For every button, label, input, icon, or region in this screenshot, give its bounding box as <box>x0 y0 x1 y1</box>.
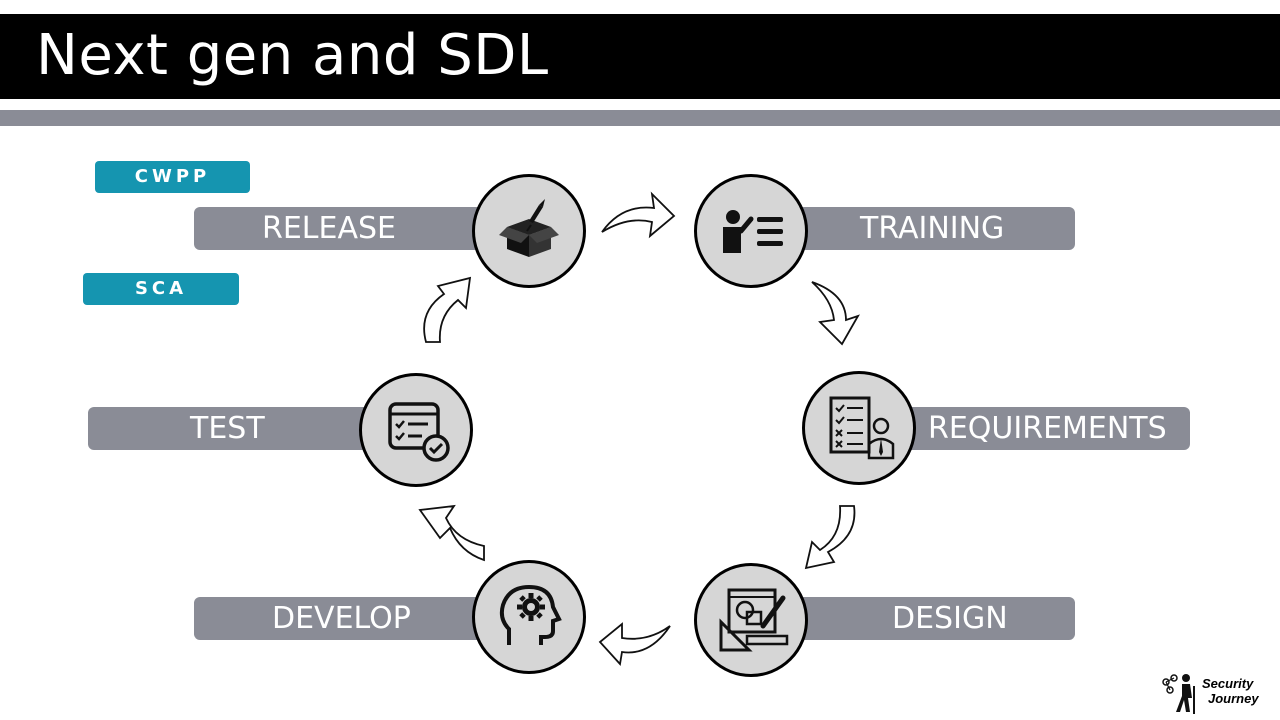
design-tools-icon <box>719 588 789 652</box>
design-bar: DESIGN <box>760 597 1075 640</box>
title-bar: Next gen and SDL <box>0 14 1280 99</box>
arrow-release-to-training <box>601 191 676 239</box>
logo-line1: Security <box>1202 676 1254 691</box>
develop-bar: DEVELOP <box>194 597 494 640</box>
release-node <box>472 174 586 288</box>
arrow-training-to-requirements <box>811 281 860 346</box>
arrow-design-to-develop <box>598 622 671 666</box>
test-node <box>359 373 473 487</box>
release-bar: RELEASE <box>194 207 494 250</box>
training-node <box>694 174 808 288</box>
checklist-person-icon <box>829 396 895 460</box>
requirements-label: REQUIREMENTS <box>928 411 1167 446</box>
cwpp-tag: CWPP <box>95 161 250 193</box>
design-label: DESIGN <box>892 601 1008 636</box>
develop-label: DEVELOP <box>272 601 411 636</box>
arrow-requirements-to-design <box>804 505 856 570</box>
requirements-node <box>802 371 916 485</box>
test-label: TEST <box>190 411 265 446</box>
slide-title: Next gen and SDL <box>36 23 549 88</box>
title-divider <box>0 110 1280 126</box>
release-label: RELEASE <box>262 211 396 246</box>
arrow-test-to-release <box>423 276 472 343</box>
head-gear-icon <box>499 584 562 645</box>
security-journey-logo: Security Journey <box>1160 672 1270 716</box>
hiker-logo-icon <box>1162 674 1195 714</box>
test-bar: TEST <box>88 407 388 450</box>
design-node <box>694 563 808 677</box>
teacher-board-icon <box>723 210 783 253</box>
training-label: TRAINING <box>860 211 1005 246</box>
requirements-bar: REQUIREMENTS <box>880 407 1190 450</box>
training-bar: TRAINING <box>760 207 1075 250</box>
develop-node <box>472 560 586 674</box>
box-rocket-icon <box>499 199 559 257</box>
logo-text: Security Journey <box>1202 676 1259 706</box>
checklist-check-icon <box>388 402 450 462</box>
logo-line2: Journey <box>1208 691 1259 706</box>
sca-tag: SCA <box>83 273 239 305</box>
arrow-develop-to-test <box>418 504 485 562</box>
